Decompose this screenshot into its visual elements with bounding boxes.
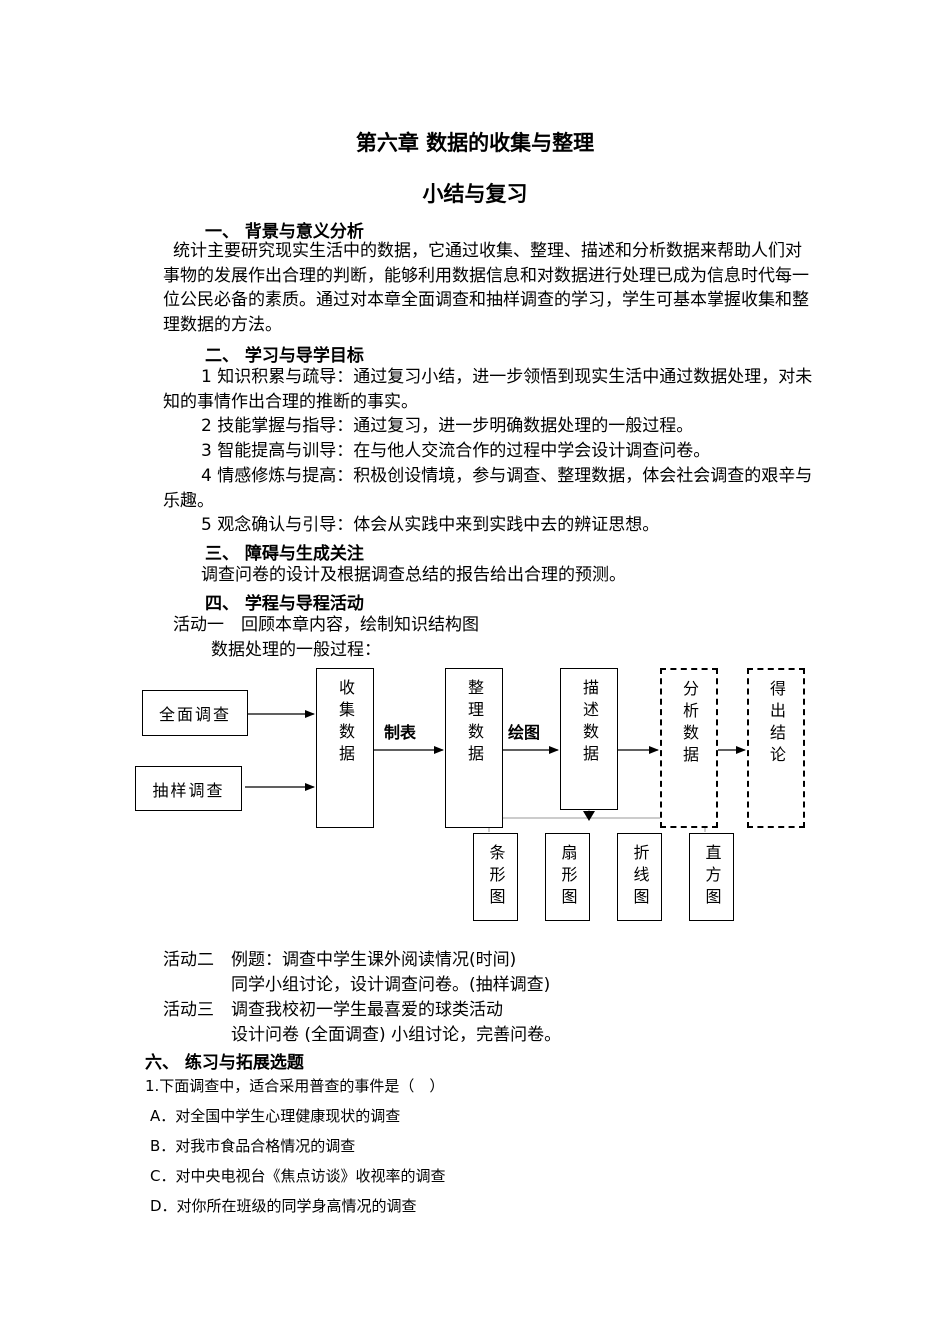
bar-chart-label: 条形图	[486, 844, 506, 910]
section-1-text: 统计主要研究现实生活中的数据，它通过收集、整理、描述和分析数据来帮助人们对事物的…	[163, 241, 809, 335]
sampling-box: 抽样调查	[135, 766, 242, 811]
conclusion-label: 得出结论	[767, 680, 786, 768]
question-1: 1.下面调查中，适合采用普查的事件是（ ）	[145, 1077, 445, 1095]
describe-data-box: 描述数据	[560, 668, 618, 810]
bar-chart-box: 条形图	[473, 833, 518, 921]
document-title: 第六章 数据的收集与整理	[355, 131, 595, 155]
goal-item-3: 3 智能提高与训导：在与他人交流合作的过程中学会设计调查问卷。	[201, 441, 711, 461]
section-1-heading: 一、 背景与意义分析	[205, 222, 364, 242]
organize-data-box: 整理数据	[445, 668, 503, 828]
document-subtitle: 小结与复习	[422, 182, 528, 206]
histogram-label: 直方图	[702, 844, 722, 910]
down-arrow-mark	[583, 811, 595, 821]
section-6-heading: 六、 练习与拓展选题	[145, 1053, 304, 1073]
organize-data-label: 整理数据	[465, 679, 484, 767]
graph-label: 绘图	[508, 723, 541, 742]
conclusion-box: 得出结论	[747, 668, 805, 828]
activity-2-line-1: 活动二 例题：调查中学生课外阅读情况(时间)	[163, 950, 517, 970]
process-label: 数据处理的一般过程：	[211, 640, 381, 660]
activity-2-line-2: 同学小组讨论，设计调查问卷。(抽样调查)	[231, 975, 551, 995]
section-3-text: 调查问卷的设计及根据调查总结的报告给出合理的预测。	[201, 565, 626, 585]
analyze-data-box: 分析数据	[660, 668, 718, 828]
tabulate-label: 制表	[384, 723, 417, 742]
goal-item-4: 4 情感修炼与提高：积极创设情境，参与调查、整理数据，体会社会调查的艰辛与乐趣。	[163, 466, 813, 511]
section-3-heading: 三、 障碍与生成关注	[205, 544, 364, 564]
line-chart-label: 折线图	[630, 844, 650, 910]
option-c: C．对中央电视台《焦点访谈》收视率的调查	[150, 1167, 446, 1185]
collect-data-label: 收集数据	[336, 679, 355, 767]
chart-bracket	[488, 817, 706, 832]
goal-item-1: 1 知识积累与疏导：通过复习小结，进一步领悟到现实生活中通过数据处理，对未知的事…	[163, 367, 813, 412]
section-4-heading: 四、 学程与导程活动	[205, 594, 364, 614]
section-2-heading: 二、 学习与导学目标	[205, 346, 364, 366]
describe-data-label: 描述数据	[580, 679, 599, 767]
activity-1: 活动一 回顾本章内容，绘制知识结构图	[173, 615, 479, 635]
sampling-label: 抽样调查	[152, 780, 225, 800]
goal-item-2: 2 技能掌握与指导：通过复习，进一步明确数据处理的一般过程。	[201, 416, 694, 436]
census-label: 全面调查	[158, 705, 231, 724]
option-d: D．对你所在班级的同学身高情况的调查	[150, 1197, 417, 1215]
histogram-box: 直方图	[689, 833, 734, 921]
activity-3-line-1: 活动三 调查我校初一学生最喜爱的球类活动	[163, 1000, 503, 1020]
pie-chart-box: 扇形图	[545, 833, 590, 921]
census-box: 全面调查	[142, 690, 248, 736]
pie-chart-label: 扇形图	[558, 844, 578, 910]
analyze-data-label: 分析数据	[680, 680, 699, 768]
option-a: A．对全国中学生心理健康现状的调查	[150, 1107, 401, 1125]
activity-3-line-2: 设计问卷 (全面调查) 小组讨论，完善问卷。	[231, 1025, 562, 1045]
collect-data-box: 收集数据	[316, 668, 374, 828]
option-b: B．对我市食品合格情况的调查	[150, 1137, 356, 1155]
goal-item-5: 5 观念确认与引导：体会从实践中来到实践中去的辨证思想。	[201, 515, 660, 535]
line-chart-box: 折线图	[617, 833, 662, 921]
